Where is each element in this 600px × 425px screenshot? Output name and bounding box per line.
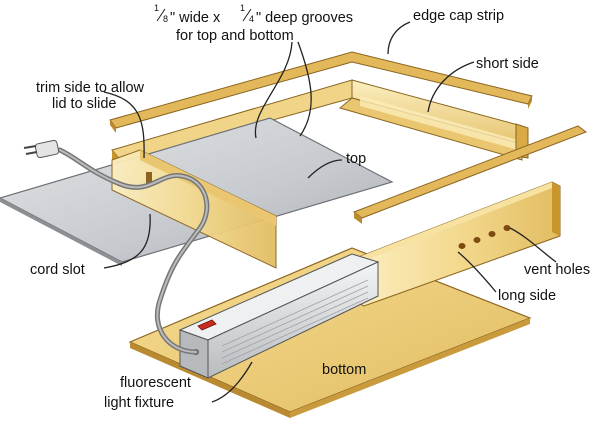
label-bottom: bottom [322, 362, 366, 378]
cord-slot [146, 172, 152, 186]
switch-icon [197, 319, 217, 331]
label-grooves: 1 8 " wide x 1 4 " deep grooves for top … [154, 3, 353, 44]
label-top: top [346, 151, 366, 167]
label-short-side: short side [476, 56, 539, 72]
label-edge-cap-strip: edge cap strip [413, 8, 504, 24]
trim-side [111, 149, 277, 269]
bottom-board [128, 247, 532, 418]
label-trim-side-line2: lid to slide [52, 96, 116, 112]
label-long-side: long side [498, 288, 556, 304]
svg-text:" wide x: " wide x [170, 10, 221, 26]
vent-holes [458, 225, 511, 249]
edge-cap-strip [109, 51, 533, 133]
plug-icon [23, 139, 60, 159]
long-side [355, 181, 561, 307]
leader-lines [103, 21, 557, 403]
svg-text:for top and bottom: for top and bottom [176, 28, 294, 44]
label-trim-side-line1: trim side to allow [36, 80, 145, 96]
label-vent-holes: vent holes [524, 262, 590, 278]
loose-strip [352, 125, 588, 224]
svg-text:8: 8 [163, 14, 168, 24]
power-cord [23, 139, 210, 355]
svg-text:" deep grooves: " deep grooves [256, 10, 353, 26]
svg-text:4: 4 [249, 14, 254, 24]
label-cord-slot: cord slot [30, 262, 85, 278]
svg-text:1: 1 [154, 3, 159, 13]
svg-text:1: 1 [240, 3, 245, 13]
label-fixture-line1: fluorescent [120, 375, 191, 391]
label-fixture-line2: light fixture [104, 395, 174, 411]
